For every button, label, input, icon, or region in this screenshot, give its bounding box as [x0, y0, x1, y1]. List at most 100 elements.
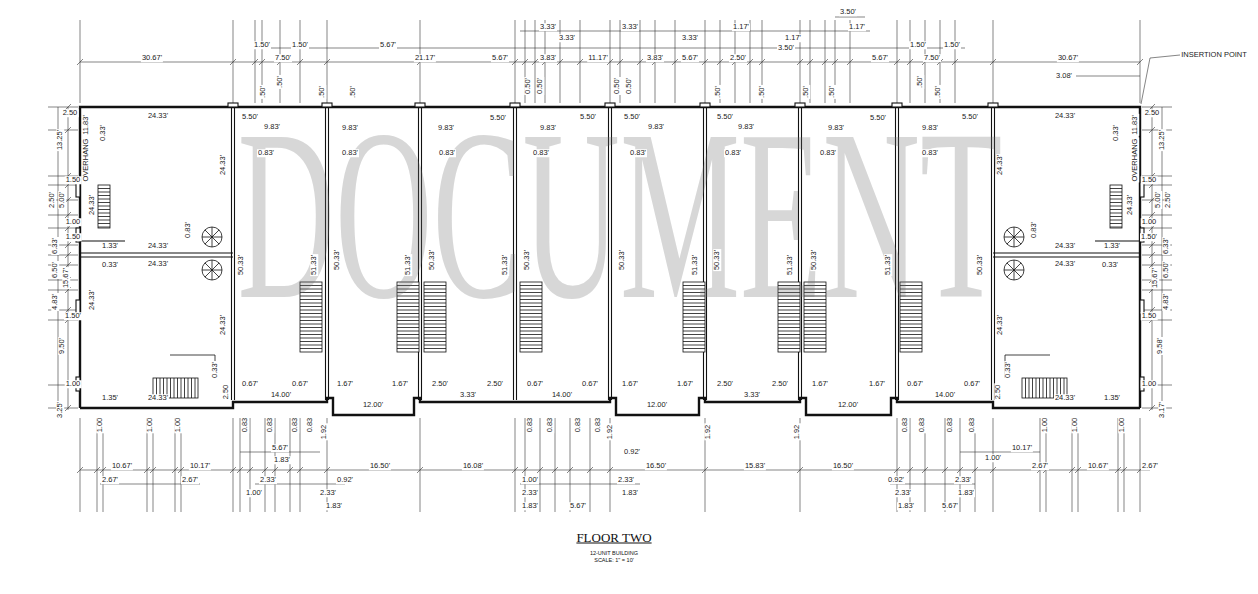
dimension-label: 2.50'	[431, 380, 449, 388]
stair-symbol	[98, 185, 110, 228]
spiral-stair-symbol	[1004, 227, 1024, 247]
dimension-label: 50.33'	[523, 249, 531, 271]
stair-tread	[1110, 199, 1122, 200]
dimension-label: 24.33'	[88, 289, 96, 311]
dimension-label: 2.50'	[1164, 191, 1172, 209]
stair-tread	[397, 345, 419, 346]
dimension-label: 2.50	[994, 384, 1002, 401]
dimension-label: 16.08'	[462, 462, 484, 470]
dimension-tick	[1149, 242, 1155, 248]
dimension-label: 5.50'	[869, 114, 887, 122]
dimension-label: 2.33'	[521, 489, 539, 497]
dimension-label: .50'	[828, 85, 836, 99]
spiral-tread	[1014, 237, 1024, 238]
stair-tread	[300, 348, 322, 349]
insertion-leader	[1141, 55, 1180, 104]
spiral-tread	[212, 230, 219, 237]
dimension-tick	[1149, 127, 1155, 133]
dimension-label: 1.83'	[325, 502, 343, 510]
stair-tread	[520, 345, 542, 346]
note-label: INSERTION POINT	[1180, 51, 1248, 59]
stair-tread	[177, 378, 178, 398]
dimension-label: 16.50'	[645, 462, 667, 470]
spiral-tread	[1014, 263, 1021, 270]
dimension-label: 1.92	[320, 424, 328, 441]
extension-line	[250, 418, 251, 512]
dimension-label: 1.33'	[101, 242, 119, 250]
dimension-label: 9.83'	[341, 124, 359, 132]
dimension-label: 1.33'	[1103, 242, 1121, 250]
dimension-label: 13.25'	[1158, 129, 1166, 151]
stair-tread	[1025, 378, 1026, 398]
dimension-label: 0.83	[546, 417, 554, 434]
spiral-tread	[1014, 237, 1021, 244]
dimension-label: 1.50'	[909, 41, 927, 49]
stair-tread	[397, 341, 419, 342]
dimension-label: 14.00'	[551, 391, 573, 399]
dimension-label: 50.33'	[333, 249, 341, 271]
dimension-label: .50'	[318, 85, 326, 99]
spiral-outline	[1004, 260, 1024, 280]
extension-line	[1142, 408, 1172, 409]
stair-tread	[1110, 223, 1122, 224]
dimension-label: 10.67'	[111, 462, 133, 470]
stair-tread	[778, 345, 800, 346]
dimension-label: 3.33'	[681, 34, 699, 42]
dimension-tick	[1149, 225, 1155, 231]
dimension-label: 0.33'	[1101, 261, 1119, 269]
dimension-label: 2.50'	[48, 191, 56, 209]
extension-line	[515, 418, 516, 512]
dimension-label: 5.67'	[941, 502, 959, 510]
dimension-label: 6.33'	[51, 237, 59, 255]
stair-tread	[98, 227, 110, 228]
dimension-label: 1.50	[65, 233, 82, 241]
stair-tread	[900, 338, 922, 339]
dimension-label: 1.67'	[336, 380, 354, 388]
dimension-label: 2.50'	[716, 380, 734, 388]
dimension-label: .50'	[714, 85, 722, 99]
stair-tread	[174, 378, 175, 398]
dimension-label: 3.33'	[459, 391, 477, 399]
dimension-label: 1.83'	[897, 502, 915, 510]
stair-tread	[900, 345, 922, 346]
extension-line	[1142, 130, 1172, 131]
dimension-label: 24.33'	[88, 194, 96, 216]
stair-tread	[181, 378, 182, 398]
dimension-label: 1.17'	[732, 23, 750, 31]
dimension-label: 24.33'	[147, 260, 169, 268]
stair-tread	[683, 338, 705, 339]
dimension-label: 24.33'	[1126, 194, 1134, 216]
stair-tread	[900, 348, 922, 349]
dimension-label: 16.50'	[369, 462, 391, 470]
extension-line	[48, 185, 78, 186]
stair-tread	[804, 341, 826, 342]
spiral-tread	[1014, 227, 1015, 237]
dimension-label: 0.67'	[581, 380, 599, 388]
stair-symbol	[1110, 185, 1122, 228]
dimension-label: 3.08'	[1055, 72, 1073, 80]
extension-line	[1142, 228, 1172, 229]
stair-tread	[1046, 378, 1047, 398]
spiral-tread	[205, 270, 212, 277]
dimension-label: 5.50'	[623, 113, 641, 121]
rail-line	[1005, 355, 1050, 378]
dimension-label: 15.83'	[744, 462, 766, 470]
dimension-label: 0.92'	[623, 448, 641, 456]
dimension-label: 12.00'	[837, 401, 859, 409]
dimension-label: 2.33'	[319, 489, 337, 497]
extension-line	[80, 418, 81, 512]
dimension-label: 9.83'	[263, 123, 281, 131]
stair-tread	[1043, 378, 1044, 398]
dimension-label: 0.67'	[526, 380, 544, 388]
dimension-label: 1.67'	[676, 380, 694, 388]
dimension-label: 0.83	[266, 417, 274, 434]
dimension-label: 24.33'	[147, 394, 169, 402]
spiral-tread	[1014, 270, 1024, 271]
dimension-label: 1.50'	[253, 41, 271, 49]
note-label: OVERHANG	[1131, 138, 1139, 183]
dimension-label: 6.50'	[1162, 261, 1170, 279]
dimension-label: 1.50'	[943, 41, 961, 49]
dimension-line	[80, 470, 1150, 471]
stair-tread	[778, 348, 800, 349]
